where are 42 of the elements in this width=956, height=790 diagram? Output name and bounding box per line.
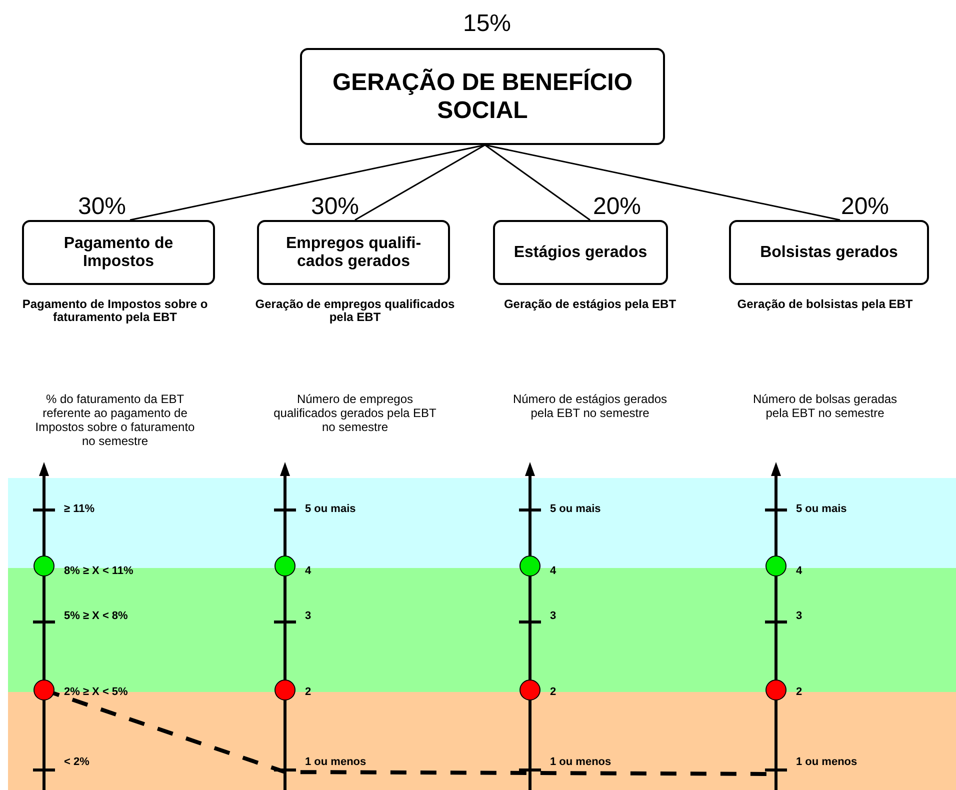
scale-value: 4 (550, 565, 556, 577)
indicator-description: Número de bolsas geradas pela EBT no semestre (752, 392, 898, 420)
criterion-box: Bolsistas gerados (729, 220, 929, 285)
connector-line (354, 144, 486, 221)
scale-value: 2 (305, 686, 312, 698)
scale-value: 3 (796, 610, 802, 622)
indicator-description: Número de empregos qualificados gerados pela EBT no semestre (272, 392, 438, 434)
root-box: GERAÇÃO DE BENEFÍCIO SOCIAL (300, 48, 665, 145)
indicator-description: Número de estágios gerados pela EBT no semestre (512, 392, 668, 420)
scale-value: < 2% (64, 756, 90, 768)
weight-percentage: 30% (310, 193, 360, 221)
scale-value: 5% ≥ X < 8% (64, 610, 128, 622)
weight-percentage: 30% (76, 193, 128, 221)
scale-value: 5 ou mais (550, 503, 601, 515)
scale-value: 1 ou menos (305, 756, 366, 768)
weight-percentage: 15% (462, 10, 512, 38)
scale-value: 3 (305, 610, 312, 622)
connector-line (130, 144, 486, 221)
criterion-box: Pagamento de Impostos (22, 220, 215, 285)
connector-line (484, 144, 590, 221)
scale-value: 1 ou menos (796, 756, 858, 768)
scale-value: 8% ≥ X < 11% (64, 565, 134, 577)
scale-value: 2% ≥ X < 5% (64, 686, 128, 698)
criterion-description: Geração de bolsistas pela EBT (736, 298, 914, 311)
criterion-box: Estágios gerados (493, 220, 668, 285)
criterion-box: Empregos qualifi-cados gerados (257, 220, 450, 285)
scale-value: 5 ou mais (305, 503, 356, 515)
scale-value: 1 ou menos (550, 756, 612, 768)
scale-value: 4 (305, 565, 312, 577)
weight-percentage: 20% (840, 193, 890, 221)
connector-line (484, 144, 840, 221)
scale-value: 2 (796, 686, 802, 698)
criterion-description: Pagamento de Impostos sobre o faturamento pela EBT (21, 298, 209, 324)
scale-value: 2 (550, 686, 556, 698)
scale-value: 4 (796, 565, 802, 577)
indicator-description: % do faturamento da EBT referente ao pagamento de Impostos sobre o faturamento no semestre (34, 392, 196, 448)
scale-value: 3 (550, 610, 556, 622)
criterion-description: Geração de empregos qualificados pela EBT (255, 298, 455, 324)
scale-value: ≥ 11% (64, 503, 95, 515)
weight-percentage: 20% (592, 193, 642, 221)
scale-value: 5 ou mais (796, 503, 847, 515)
criterion-description: Geração de estágios pela EBT (502, 298, 678, 311)
